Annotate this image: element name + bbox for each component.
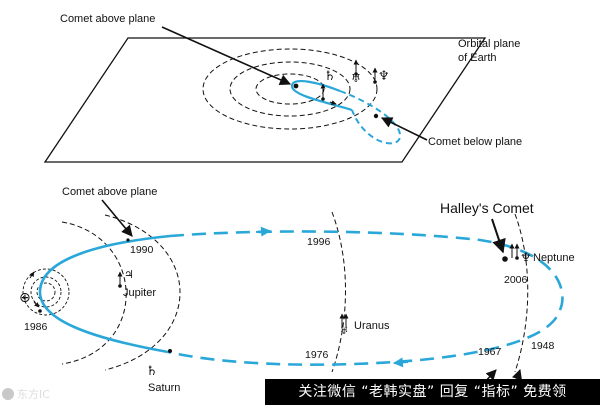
watermark-logo-icon (2, 388, 14, 400)
year-1986: 1986 (24, 321, 48, 333)
promo-banner: 关注微信 “老韩实盘” 回复 “指标” 免费领 (265, 379, 600, 405)
neptune-label: Neptune (533, 252, 575, 264)
bottom-callout-above-arrow (101, 199, 133, 237)
jupiter-symbol: ♃ (124, 268, 134, 281)
top-comet-orbit-below (339, 90, 402, 145)
top-label-orbital-plane-line2: of Earth (458, 52, 497, 64)
top-label-comet-below-plane: Comet below plane (428, 136, 522, 148)
orbit-ring-outer (202, 48, 378, 130)
watermark-logo: 东方IC (2, 386, 50, 402)
earth-symbol: ⊕ (19, 290, 31, 306)
halleys-comet-title: Halley's Comet (440, 200, 534, 216)
top-comet-dot (373, 113, 379, 119)
comet-orbit-dashed (167, 230, 564, 366)
orbit-ring-middle (229, 61, 351, 117)
top-callout-below-arrow (380, 117, 428, 141)
top-comet-orbit-above (290, 79, 353, 112)
watermark-logo-text: 东方IC (17, 388, 50, 401)
jupiter-label: Jupiter (123, 287, 156, 299)
halley-comet-dot (502, 256, 508, 262)
orbit-arrow-top (255, 226, 271, 237)
year-1996: 1996 (307, 236, 331, 248)
top-callout-above-arrow (161, 26, 292, 86)
uranus-symbol: ♅ (340, 327, 348, 337)
top-uranus-dot (354, 72, 358, 76)
top-saturn-symbol: ♄ (324, 69, 336, 84)
top-orbital-plane-diagram: ♄ ♅ ♆ Comet above plane Orbital plane of… (43, 13, 522, 163)
top-saturn-dot (321, 97, 325, 101)
inner-orbit-1 (36, 282, 56, 302)
bottom-label-comet-above-plane: Comet above plane (62, 186, 157, 198)
year-1967: 1967 (478, 346, 502, 358)
top-label-orbital-plane-line1: Orbital plane (458, 38, 520, 50)
saturn-orbit-arc (104, 214, 181, 371)
top-neptune-dot (373, 80, 377, 84)
year-1976: 1976 (305, 349, 329, 361)
year-1948: 1948 (531, 340, 555, 352)
inner-orbit-2 (30, 276, 62, 308)
saturn-symbol: ♄ (146, 364, 158, 379)
year-1990: 1990 (130, 244, 154, 256)
top-neptune-symbol: ♆ (378, 69, 390, 84)
year-2006: 2006 (504, 274, 528, 286)
earth-orbital-plane (43, 37, 487, 163)
uranus-orbit-arc (331, 211, 346, 373)
neptune-orbit-arc (514, 213, 529, 373)
top-orbit-direction-arrow (329, 100, 337, 105)
jupiter-dot (118, 284, 122, 288)
orbit-ring-inner (255, 73, 325, 105)
saturn-label: Saturn (148, 382, 180, 394)
jupiter-orbit-arc (61, 221, 127, 365)
dot-1990 (126, 238, 130, 242)
perihelion-arrow-1 (29, 271, 35, 279)
comet-orbit-solid (38, 234, 171, 354)
dot-1986 (38, 309, 42, 313)
inner-orbit-3 (22, 268, 70, 316)
saturn-dot (168, 349, 172, 353)
top-uranus-symbol: ♅ (351, 72, 361, 85)
bottom-orbit-diagram: ⊕ 1986 ♃ Jupiter ♄ Saturn ♅ Uranus ♆ Nep… (19, 186, 575, 394)
halleys-comet-arrow (491, 218, 506, 254)
neptune-symbol: ♆ (520, 251, 532, 266)
orbit-arrow-bottom (393, 357, 409, 368)
top-label-comet-above-plane: Comet above plane (60, 13, 155, 25)
top-sun-dot (293, 83, 299, 89)
uranus-label: Uranus (354, 320, 390, 332)
perihelion-arrow-2 (33, 301, 40, 308)
neptune-dot (515, 256, 519, 260)
